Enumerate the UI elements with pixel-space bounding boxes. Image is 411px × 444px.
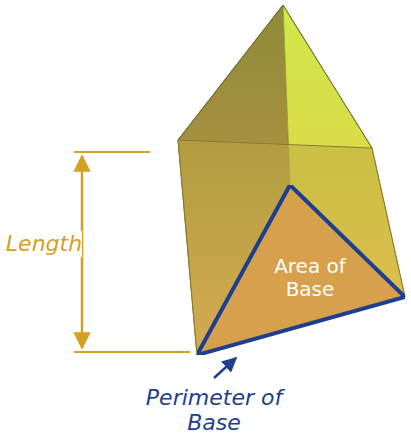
base-triangle: Area of Base	[197, 185, 405, 355]
triangle-outline	[197, 185, 405, 355]
area-label: Area of Base	[269, 255, 351, 301]
leader-arrow	[214, 358, 236, 378]
dimension-tick	[74, 151, 150, 153]
dimension-tick	[74, 351, 190, 353]
perimeter-label: Perimeter of Base	[144, 385, 284, 436]
dimension-label: Length	[6, 231, 82, 256]
prism-face	[178, 140, 405, 355]
prism-edge	[178, 5, 372, 148]
